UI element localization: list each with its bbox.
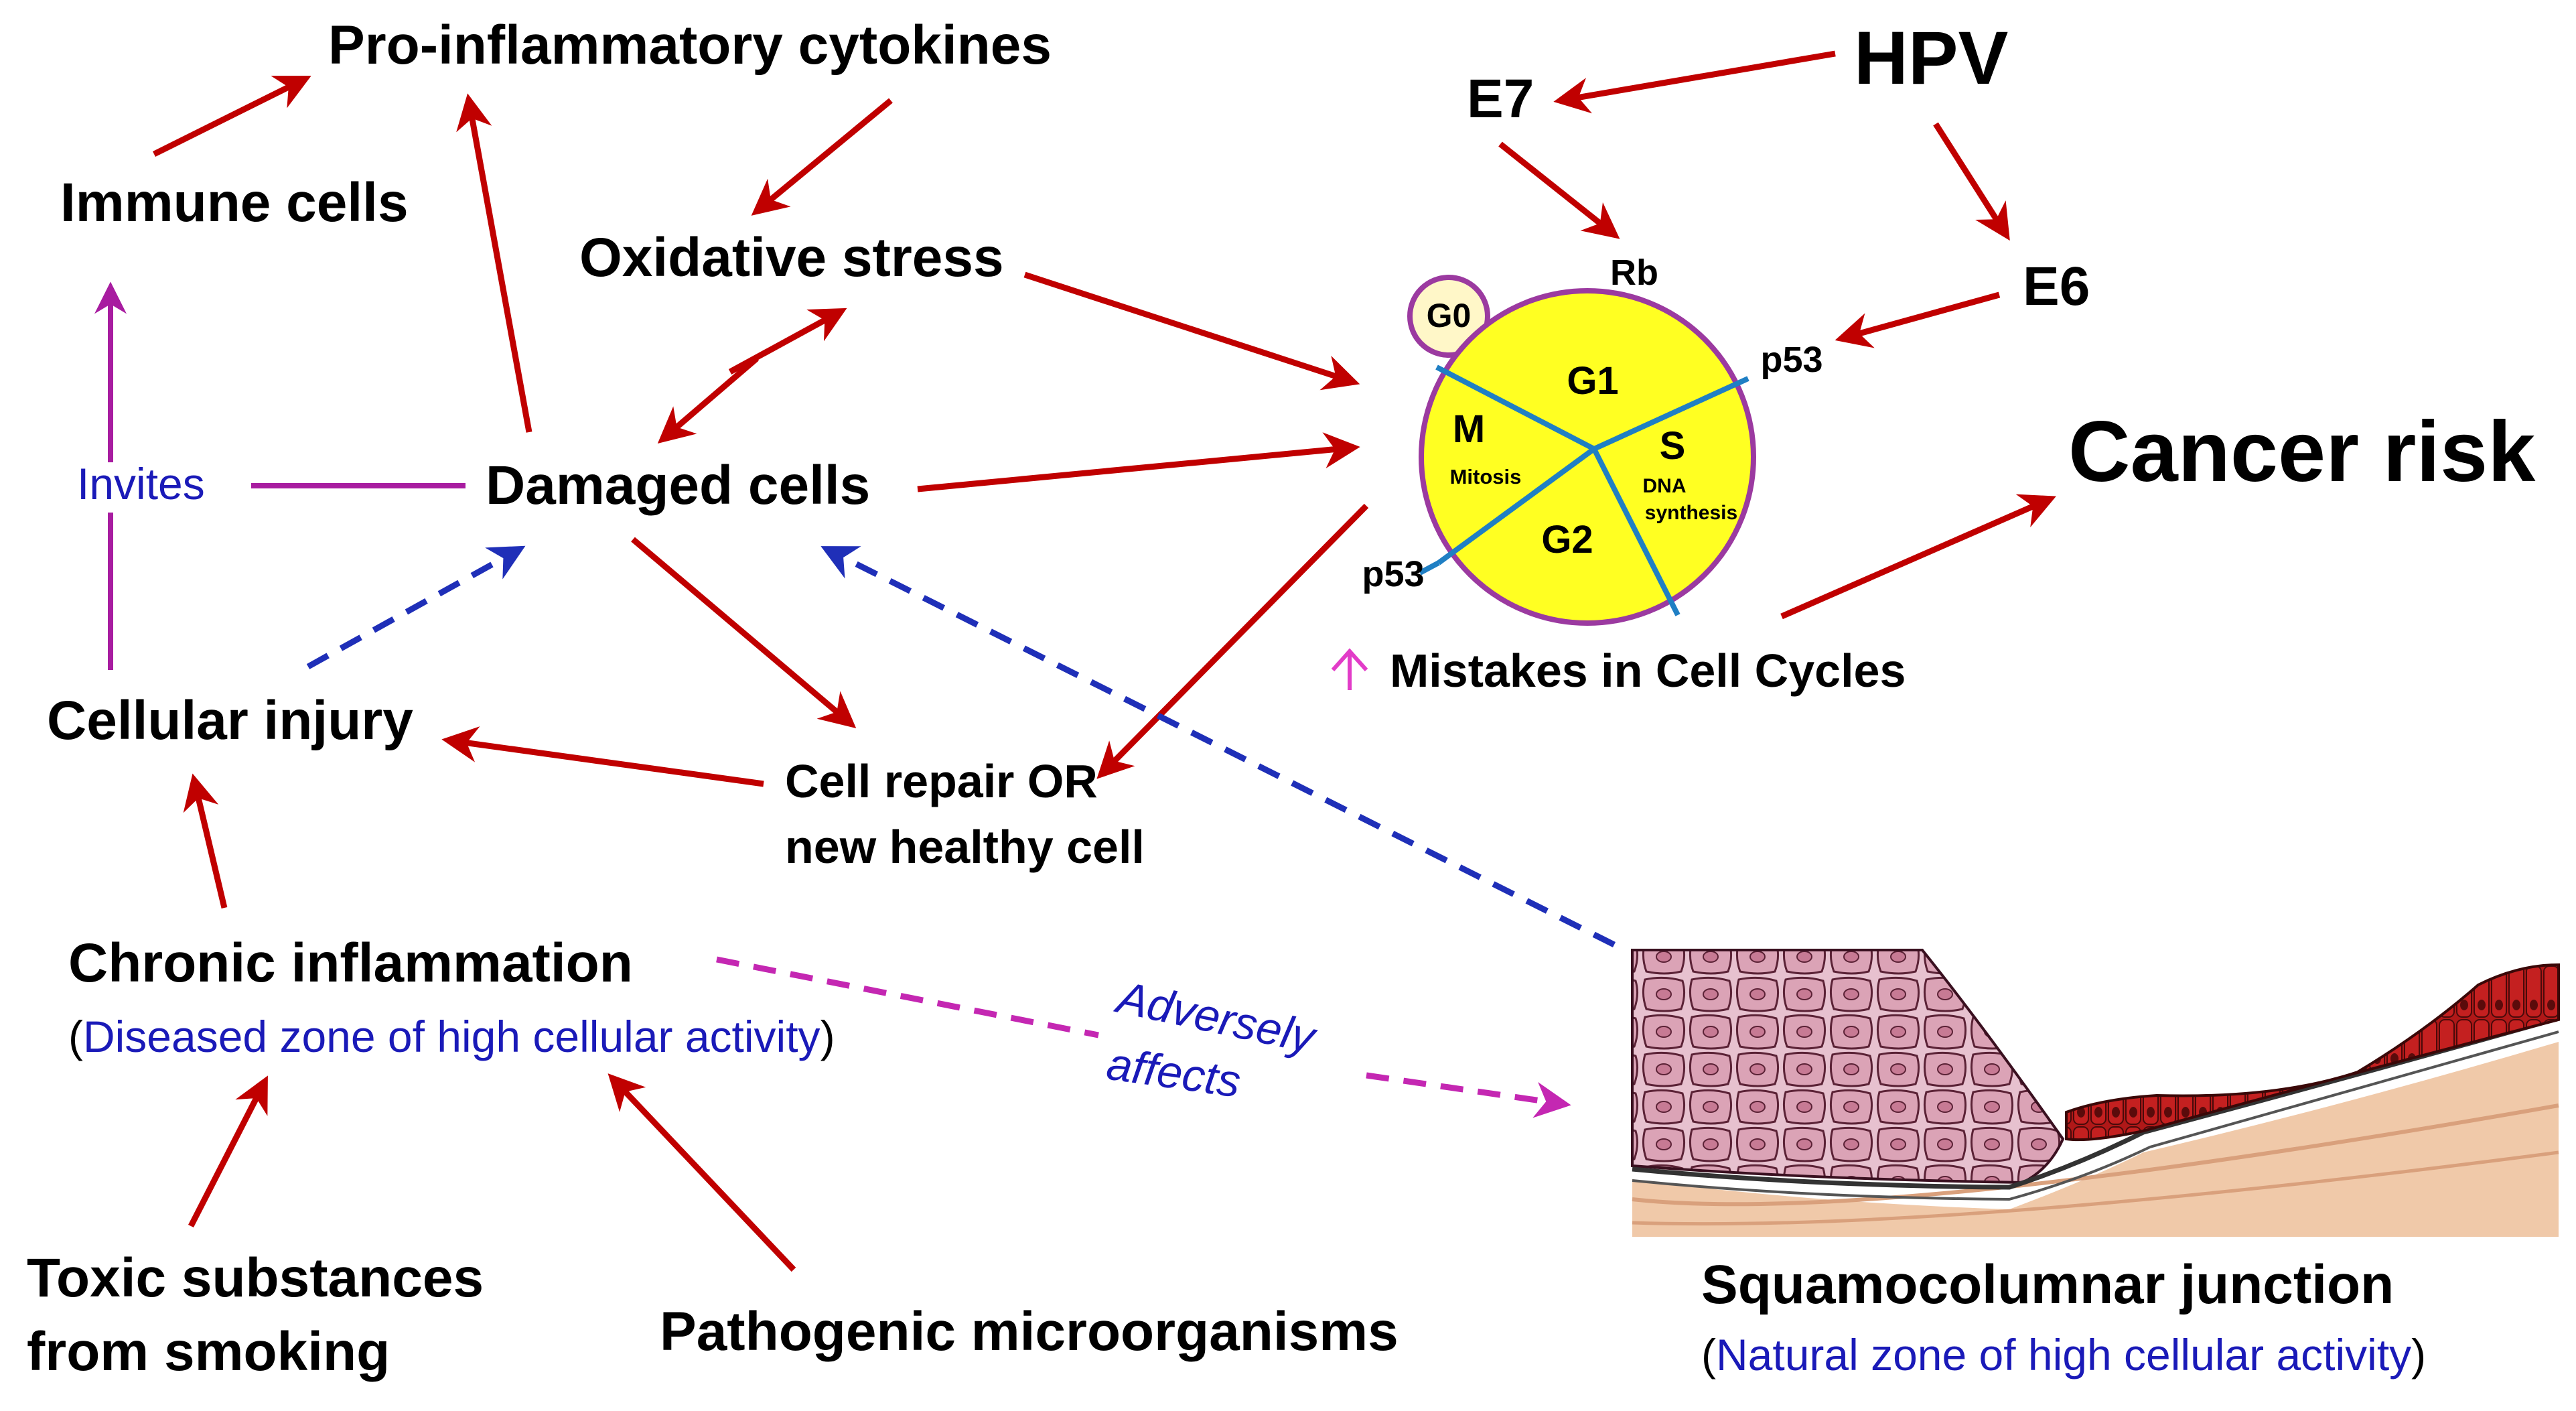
cellular-injury-label: Cellular injury <box>47 690 413 751</box>
squamo-subtitle-text: Natural zone of high cellular activity <box>1716 1330 2411 1380</box>
pro-inflammatory-cytokines-label: Pro-inflammatory cytokines <box>328 15 1052 76</box>
affects-label: affects <box>1104 1038 1244 1107</box>
squamo-subtitle: (Natural zone of high cellular activity) <box>1701 1330 2426 1380</box>
immune-cells-label: Immune cells <box>60 172 409 233</box>
cell-repair-label-line1: Cell repair OR <box>785 755 1098 807</box>
arrow-e6-to-p53 <box>1835 291 2001 348</box>
oxidative-stress-label: Oxidative stress <box>579 227 1004 288</box>
arrow-e7-to-rb <box>1498 141 1620 239</box>
arrow-repair-to-injury <box>441 726 764 787</box>
p53-bottom-label: p53 <box>1362 554 1424 594</box>
toxic-substances-label-line2: from smoking <box>27 1321 390 1382</box>
invites-label: Invites <box>77 459 205 509</box>
cell-cycle-diagram: G0 G1 S DNA synthesis M Mitosis G2 Rb p5… <box>1362 253 1823 626</box>
arrow-cycle-to-cancer <box>1780 494 2056 620</box>
arrow-hpv-to-e7 <box>1553 50 1836 114</box>
chronic-subtitle-text: Diseased zone of high cellular activity <box>83 1012 820 1061</box>
g2-label: G2 <box>1541 518 1593 561</box>
dashed-injury-to-damaged <box>306 545 526 669</box>
s-label: S <box>1660 424 1686 468</box>
e7-label: E7 <box>1467 68 1534 129</box>
g0-label: G0 <box>1427 297 1472 334</box>
arrow-damaged-to-cycle <box>917 432 1360 492</box>
p53-top-label: p53 <box>1760 340 1822 380</box>
arrow-cycle-to-repair <box>1096 503 1369 779</box>
m-sub-label: Mitosis <box>1450 465 1522 488</box>
squamocolumnar-junction-illustration <box>1631 949 2560 1237</box>
up-arrow-icon <box>1331 648 1368 690</box>
arrow-chronic-to-injury <box>183 773 228 909</box>
s-sub2-label: synthesis <box>1645 502 1737 524</box>
arrow-hpv-to-e6 <box>1933 122 2010 241</box>
m-label: M <box>1453 407 1485 451</box>
dashed-chronic-to-junction <box>716 956 1564 1104</box>
toxic-substances-label-line1: Toxic substances <box>27 1248 484 1308</box>
arrow-damaged-to-repair <box>631 537 857 728</box>
cell-repair-label-line2: new healthy cell <box>785 821 1145 873</box>
arrow-cytokines-to-oxidative <box>751 98 893 216</box>
mistakes-label: Mistakes in Cell Cycles <box>1390 645 1906 697</box>
arrow-damaged-to-cytokines <box>456 93 532 433</box>
s-sub1-label: DNA <box>1643 475 1687 497</box>
chronic-inflammation-label: Chronic inflammation <box>68 933 633 994</box>
g1-label: G1 <box>1567 359 1618 403</box>
rb-label: Rb <box>1610 253 1658 293</box>
cancer-risk-label: Cancer risk <box>2068 404 2536 500</box>
arrow-damaged-to-oxidative <box>728 308 847 375</box>
arrow-toxic-to-chronic <box>188 1075 268 1228</box>
e6-label: E6 <box>2023 256 2090 317</box>
pathogenic-microorganisms-label: Pathogenic microorganisms <box>660 1301 1399 1362</box>
dashed-junction-to-damaged <box>820 546 1616 948</box>
arrow-immune-to-cytokines <box>152 76 311 157</box>
arrow-oxidative-to-cycle <box>1023 271 1360 391</box>
hpv-label: HPV <box>1854 16 2008 100</box>
chronic-subtitle: (Diseased zone of high cellular activity… <box>68 1012 835 1061</box>
arrow-pathogenic-to-chronic <box>607 1073 796 1272</box>
g0-circle <box>1407 275 1490 358</box>
arrow-oxidative-to-damaged <box>657 356 759 444</box>
squamocolumnar-junction-label: Squamocolumnar junction <box>1701 1254 2394 1315</box>
damaged-cells-label: Damaged cells <box>486 455 870 516</box>
